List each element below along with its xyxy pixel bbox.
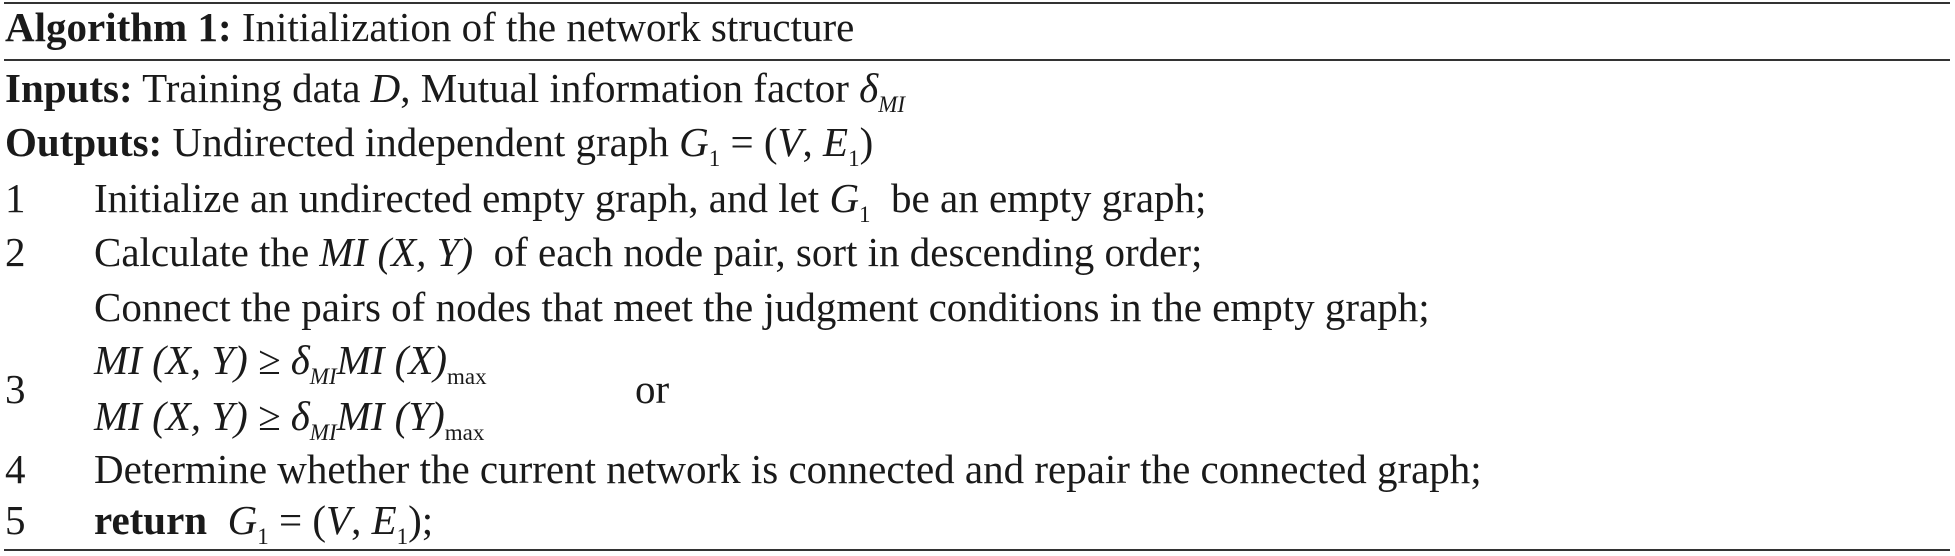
inputs-text-a: Training data bbox=[142, 65, 361, 111]
inputs-var-d: D bbox=[370, 65, 401, 111]
outputs-eq: = ( bbox=[730, 119, 778, 165]
step-4-number: 4 bbox=[5, 446, 26, 492]
step-5-close: ); bbox=[408, 497, 434, 543]
step-2-text-a: Calculate the bbox=[94, 229, 310, 275]
top-rule bbox=[4, 2, 1950, 4]
cond2-rhs: MI bbox=[336, 393, 385, 439]
algorithm-label: Algorithm 1: bbox=[5, 4, 232, 50]
step-2-mi: MI bbox=[319, 229, 368, 275]
step-1-text-a: Initialize an undirected empty graph, an… bbox=[94, 175, 820, 221]
inputs-line: Inputs: Training data D, Mutual informat… bbox=[5, 64, 905, 119]
outputs-text: Undirected independent graph bbox=[172, 119, 669, 165]
step-2-number: 2 bbox=[5, 229, 26, 275]
outputs-g-sub: 1 bbox=[708, 146, 721, 171]
outputs-comma: , bbox=[802, 119, 813, 165]
cond1-rhs-args: (X) bbox=[394, 337, 448, 383]
outputs-v: V bbox=[777, 119, 803, 165]
step-1-text-b: be an empty graph; bbox=[891, 175, 1207, 221]
step-3-or: or bbox=[635, 365, 669, 413]
step-5-g: G bbox=[227, 497, 258, 543]
step-4-text: Determine whether the current network is… bbox=[94, 446, 1482, 492]
cond1-max: max bbox=[447, 364, 487, 389]
cond1-mi: MI bbox=[94, 337, 142, 383]
algorithm-title: Initialization of the network structure bbox=[241, 4, 855, 50]
cond2-delta-sub: MI bbox=[309, 420, 337, 445]
step-5-eq: = ( bbox=[278, 497, 327, 543]
bottom-rule bbox=[4, 549, 1950, 551]
cond2-max: max bbox=[444, 420, 485, 445]
step-3-condition-2: MI (X, Y) ≥ δMIMI (Y)max bbox=[94, 392, 484, 447]
outputs-g: G bbox=[679, 119, 709, 165]
cond1-rhs: MI bbox=[336, 337, 385, 383]
step-2-text: Calculate the MI (X, Y) of each node pai… bbox=[94, 228, 1202, 276]
outputs-line: Outputs: Undirected independent graph G1… bbox=[5, 118, 873, 173]
step-2-text-b: of each node pair, sort in descending or… bbox=[493, 229, 1203, 275]
caption-rule bbox=[4, 59, 1950, 61]
inputs-delta-sub: MI bbox=[878, 92, 906, 117]
outputs-close: ) bbox=[859, 119, 874, 165]
inputs-label: Inputs: bbox=[5, 65, 133, 111]
step-5-v: V bbox=[326, 497, 352, 543]
step-2-args: (X, Y) bbox=[377, 229, 474, 275]
step-5-number: 5 bbox=[5, 497, 26, 543]
step-1-g: G bbox=[829, 175, 860, 221]
step-3-line1: Connect the pairs of nodes that meet the… bbox=[94, 284, 1430, 330]
step-5-e-sub: 1 bbox=[396, 524, 409, 549]
step-1-number: 1 bbox=[5, 175, 26, 221]
outputs-e: E bbox=[823, 119, 849, 165]
cond-or: or bbox=[635, 366, 670, 412]
step-5-e: E bbox=[371, 497, 397, 543]
outputs-e-sub: 1 bbox=[848, 146, 860, 171]
step-5-text: return G1 = (V, E1); bbox=[94, 496, 433, 551]
algorithm-caption: Algorithm 1: Initialization of the netwo… bbox=[5, 3, 854, 51]
cond2-args: (X, Y) ≥ δ bbox=[152, 393, 310, 439]
inputs-delta: δ bbox=[859, 65, 879, 111]
cond1-delta-sub: MI bbox=[309, 364, 337, 389]
step-1-g-sub: 1 bbox=[859, 202, 871, 227]
cond2-mi: MI bbox=[94, 393, 142, 439]
step-5-comma: , bbox=[351, 497, 362, 543]
step-3-condition-1: MI (X, Y) ≥ δMIMI (X)max bbox=[94, 336, 487, 391]
step-3-number: 3 bbox=[5, 366, 26, 412]
inputs-text-b: , Mutual information factor bbox=[400, 65, 849, 111]
step-5-g-sub: 1 bbox=[257, 524, 269, 549]
cond1-args: (X, Y) ≥ δ bbox=[152, 337, 310, 383]
outputs-label: Outputs: bbox=[5, 119, 163, 165]
cond2-rhs-args: (Y) bbox=[394, 393, 445, 439]
step-1-text: Initialize an undirected empty graph, an… bbox=[94, 174, 1206, 229]
return-keyword: return bbox=[94, 497, 208, 543]
